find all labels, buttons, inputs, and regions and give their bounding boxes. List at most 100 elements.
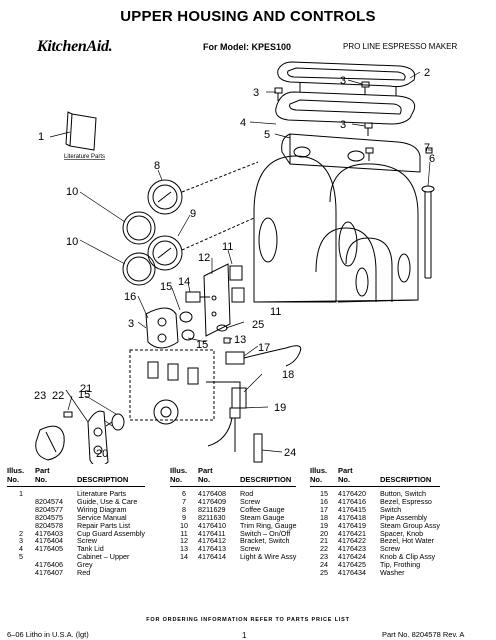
page-title: UPPER HOUSING AND CONTROLS [120, 8, 376, 25]
illus-number [7, 569, 35, 577]
switch-bracket [203, 263, 245, 337]
callout-label: 11 [222, 241, 233, 253]
callout-label: 4 [240, 117, 246, 129]
part-number: 4176418 [338, 512, 366, 522]
illus-number [7, 561, 35, 569]
light-wire-assembly [185, 291, 210, 303]
header-description: DESCRIPTION [376, 467, 440, 487]
product-label: PRO LINE ESPRESSO MAKER [343, 42, 458, 51]
rod [421, 185, 435, 279]
steam-gauge [147, 235, 183, 271]
part-description: Bracket, Switch [240, 536, 290, 546]
leader-lines [49, 71, 432, 453]
top-screws [274, 81, 374, 161]
header-illus: Illus.No. [310, 466, 338, 487]
callout-label: 24 [284, 447, 296, 459]
part-number: 4176407 [35, 568, 63, 578]
callout-label: 21 [80, 383, 92, 395]
document-part-number: Part No. 8204578 Rev. A [382, 630, 465, 639]
steam-group [207, 407, 241, 452]
callout-label: 15 [160, 281, 172, 293]
callout-label: 5 [264, 129, 270, 141]
switch-buttons [179, 311, 195, 341]
hot-water-bezel [87, 410, 109, 464]
callout-label: 2 [424, 67, 430, 79]
trim-ring-upper [122, 211, 156, 245]
callout-label: 25 [252, 319, 264, 331]
callout-label: 17 [258, 342, 270, 354]
part-description: Screw [240, 496, 260, 506]
illus-number: 6 [182, 489, 186, 498]
callout-label: 15 [78, 389, 90, 401]
screw-7 [425, 147, 433, 154]
illus-number: 25 [320, 568, 328, 578]
part-number: 4176406 [35, 560, 63, 570]
callout-label: 10 [66, 236, 78, 248]
part-description: Bezel, Hot Water [380, 536, 435, 546]
part-description: Steam Gauge [240, 512, 285, 522]
header-illus: Illus.No. [170, 466, 198, 487]
part-description: Rod [240, 489, 254, 498]
illus-number: 7 [182, 496, 186, 506]
callout-label: 12 [198, 252, 210, 264]
part-number: 8211630 [198, 512, 226, 522]
tank-lid [275, 91, 416, 125]
illus-number: 16 [320, 496, 328, 506]
illus-number: 11 [180, 528, 188, 538]
part-number: 4176403 [35, 528, 63, 538]
illus-number: 4 [19, 544, 23, 554]
switch-region [129, 349, 215, 421]
callout-label: 18 [282, 369, 294, 381]
switch-cluster [147, 361, 199, 385]
callout-label: 6 [429, 153, 435, 165]
header-description: DESCRIPTION [73, 467, 145, 487]
part-description: Button, Switch [380, 489, 426, 498]
part-number: 4176421 [338, 528, 366, 538]
illus-number: 13 [180, 544, 188, 554]
part-description: Trim Ring, Gauge [240, 520, 297, 530]
part-number: 4176434 [338, 568, 366, 578]
illus-number [7, 514, 35, 522]
part-number: 4176404 [35, 536, 63, 546]
parts-row: 9 8211630 Steam Gauge [170, 512, 296, 522]
part-description: Screw [380, 544, 400, 554]
part-number: 4176410 [198, 520, 226, 530]
callout-label: 23 [34, 390, 46, 402]
part-number: 4176411 [198, 528, 226, 538]
part-description: Cup Guard Assembly [77, 528, 145, 538]
illus-number: 9 [182, 512, 186, 522]
part-description: Guide, Use & Care [77, 496, 138, 506]
part-number: 8204574 [35, 496, 63, 506]
brand-logo: KitchenAid. [37, 38, 113, 55]
callout-label: 1 [38, 131, 44, 143]
exploded-parts-diagram: Literature Parts [34, 61, 435, 464]
part-description: Wiring Diagram [77, 504, 127, 514]
illus-number: 14 [180, 552, 188, 562]
part-description: Tank Lid [77, 544, 104, 554]
callout-label: 3 [340, 75, 346, 87]
part-number: 4176420 [338, 489, 366, 498]
callout-label: 14 [178, 276, 190, 288]
part-description: Literature Parts [77, 489, 127, 498]
part-number: 4176416 [338, 496, 366, 506]
part-description: Repair Parts List [77, 520, 131, 530]
frothing-tip [253, 433, 263, 463]
coffee-gauge [147, 179, 183, 215]
callout-label: 3 [253, 87, 259, 99]
literature-label: Literature Parts [64, 154, 105, 160]
